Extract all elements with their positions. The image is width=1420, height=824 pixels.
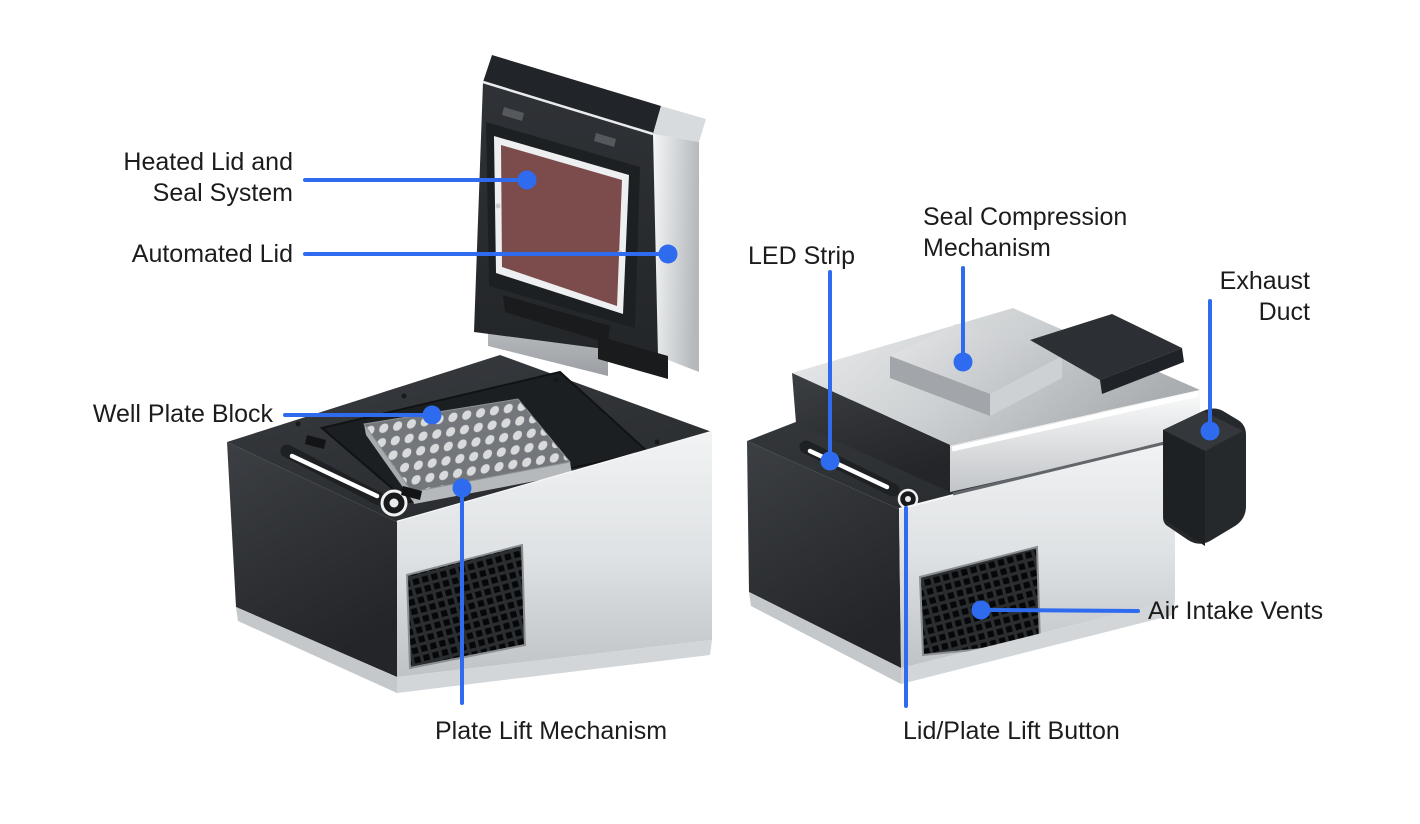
right-base-front-face	[747, 441, 901, 668]
left-base-front-face	[227, 442, 397, 677]
label-heated-lid-seal: Heated Lid and Seal System	[60, 147, 293, 209]
lid-side-face-silver	[950, 390, 1200, 492]
automated-lid-open	[474, 55, 706, 379]
lid-notch	[503, 295, 610, 343]
left-device-open-view	[227, 55, 713, 693]
exhaust-duct	[1163, 408, 1246, 546]
label-well-plate-block: Well Plate Block	[92, 400, 273, 428]
seal-compression-block	[890, 324, 1062, 394]
leader-air-intake-vents	[988, 608, 1140, 613]
leader-dots	[422, 170, 1220, 620]
label-heated-lid-seal-line2: Seal System	[152, 179, 293, 207]
dot-exhaust-duct	[1200, 421, 1220, 441]
dot-well-plate-block	[422, 405, 442, 425]
lid-latch-icon	[502, 107, 524, 121]
label-exhaust-duct-line2: Duct	[1258, 298, 1310, 326]
right-device-closed-view	[747, 308, 1246, 684]
closed-lid	[792, 308, 1200, 496]
label-exhaust-duct-line1: Exhaust	[1219, 267, 1310, 295]
label-air-intake-vents: Air Intake Vents	[1148, 597, 1324, 625]
label-led-strip: LED Strip	[748, 242, 855, 270]
label-seal-compression-line2: Mechanism	[923, 234, 1051, 262]
dot-plate-lift-mechanism	[452, 478, 472, 498]
led-strip-left	[289, 453, 380, 499]
leader-lines	[283, 178, 1212, 708]
label-seal-compression: Seal Compression Mechanism	[923, 202, 1127, 264]
lid-hinge	[598, 336, 668, 379]
well-plate	[363, 398, 571, 493]
label-automated-lid: Automated Lid	[131, 240, 293, 268]
lid-rear-dark-slab	[1030, 314, 1182, 380]
label-plate-lift-mechanism: Plate Lift Mechanism	[435, 717, 668, 745]
lid-latch-icon	[594, 133, 616, 147]
dot-heated-lid-seal	[517, 170, 537, 190]
dot-seal-compression	[953, 352, 973, 372]
label-lid-plate-lift-button: Lid/Plate Lift Button	[903, 717, 1120, 745]
dot-air-intake-vents	[971, 600, 991, 620]
side-vent-left-device	[405, 543, 527, 670]
dot-led-strip	[820, 451, 840, 471]
label-seal-compression-line1: Seal Compression	[923, 203, 1128, 231]
dot-automated-lid	[658, 244, 678, 264]
label-heated-lid-seal-line1: Heated Lid and	[123, 148, 293, 176]
label-exhaust-duct: Exhaust Duct	[1150, 266, 1310, 328]
